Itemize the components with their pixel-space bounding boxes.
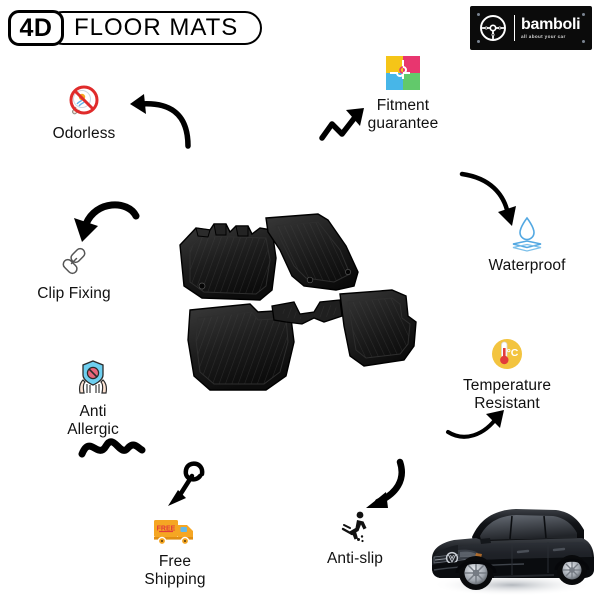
water-drop-icon bbox=[512, 216, 542, 252]
odorless-arrow bbox=[130, 94, 191, 149]
logo-screw-dot bbox=[477, 13, 480, 16]
anti-allergy-icon bbox=[79, 360, 107, 394]
feature-label-anti-slip: Anti-slip bbox=[326, 550, 384, 567]
truck-free-badge: FREE bbox=[157, 526, 176, 533]
thermometer-unit: °C bbox=[507, 347, 519, 359]
feature-odorless: Odorless bbox=[14, 80, 154, 143]
feature-waterproof: Waterproof bbox=[457, 212, 597, 275]
feature-clip-fixing: Clip Fixing bbox=[4, 240, 144, 303]
thermometer-icon: °C bbox=[492, 339, 522, 369]
mat-front-left bbox=[179, 223, 277, 301]
no-odor-icon bbox=[69, 85, 99, 115]
page-title: 4D FLOOR MATS bbox=[8, 8, 263, 48]
free-shipping-arrow bbox=[168, 461, 205, 506]
fitment-arrow bbox=[319, 108, 364, 141]
clip-fixing-arrow bbox=[74, 201, 140, 242]
brand-logo: bamboli all about your car bbox=[470, 6, 592, 50]
anti-slip-arrow bbox=[366, 458, 405, 508]
feature-label-waterproof: Waterproof bbox=[488, 257, 566, 274]
steering-wheel-icon bbox=[480, 15, 506, 41]
brand-name: bamboli bbox=[521, 15, 581, 33]
title-floor-mats: FLOOR MATS bbox=[46, 11, 263, 45]
feature-label-clip-fixing: Clip Fixing bbox=[37, 285, 111, 302]
puzzle-icon bbox=[386, 56, 420, 90]
brand-tagline: all about your car bbox=[521, 33, 566, 39]
mat-rear-right bbox=[339, 289, 417, 367]
logo-screw-dot bbox=[582, 40, 585, 43]
logo-screw-dot bbox=[477, 40, 480, 43]
logo-divider bbox=[514, 15, 515, 41]
sedan-car-photo bbox=[432, 509, 594, 596]
mat-centre-tunnel bbox=[271, 299, 343, 325]
slip-warning-icon bbox=[341, 511, 367, 543]
floor-mat-product-image bbox=[179, 213, 417, 391]
mat-rear-left bbox=[187, 303, 295, 391]
temperature-arrow bbox=[446, 410, 504, 439]
feature-anti-slip: Anti-slip bbox=[285, 505, 425, 568]
mat-front-right bbox=[265, 213, 359, 291]
chain-link-icon bbox=[62, 247, 86, 275]
waterproof-arrow bbox=[459, 171, 516, 226]
badge-4d: 4D bbox=[8, 10, 64, 46]
logo-screw-dot bbox=[582, 13, 585, 16]
anti-allergic-squiggle bbox=[78, 438, 146, 458]
feature-label-odorless: Odorless bbox=[52, 125, 116, 142]
delivery-truck-icon: FREE bbox=[154, 520, 193, 546]
